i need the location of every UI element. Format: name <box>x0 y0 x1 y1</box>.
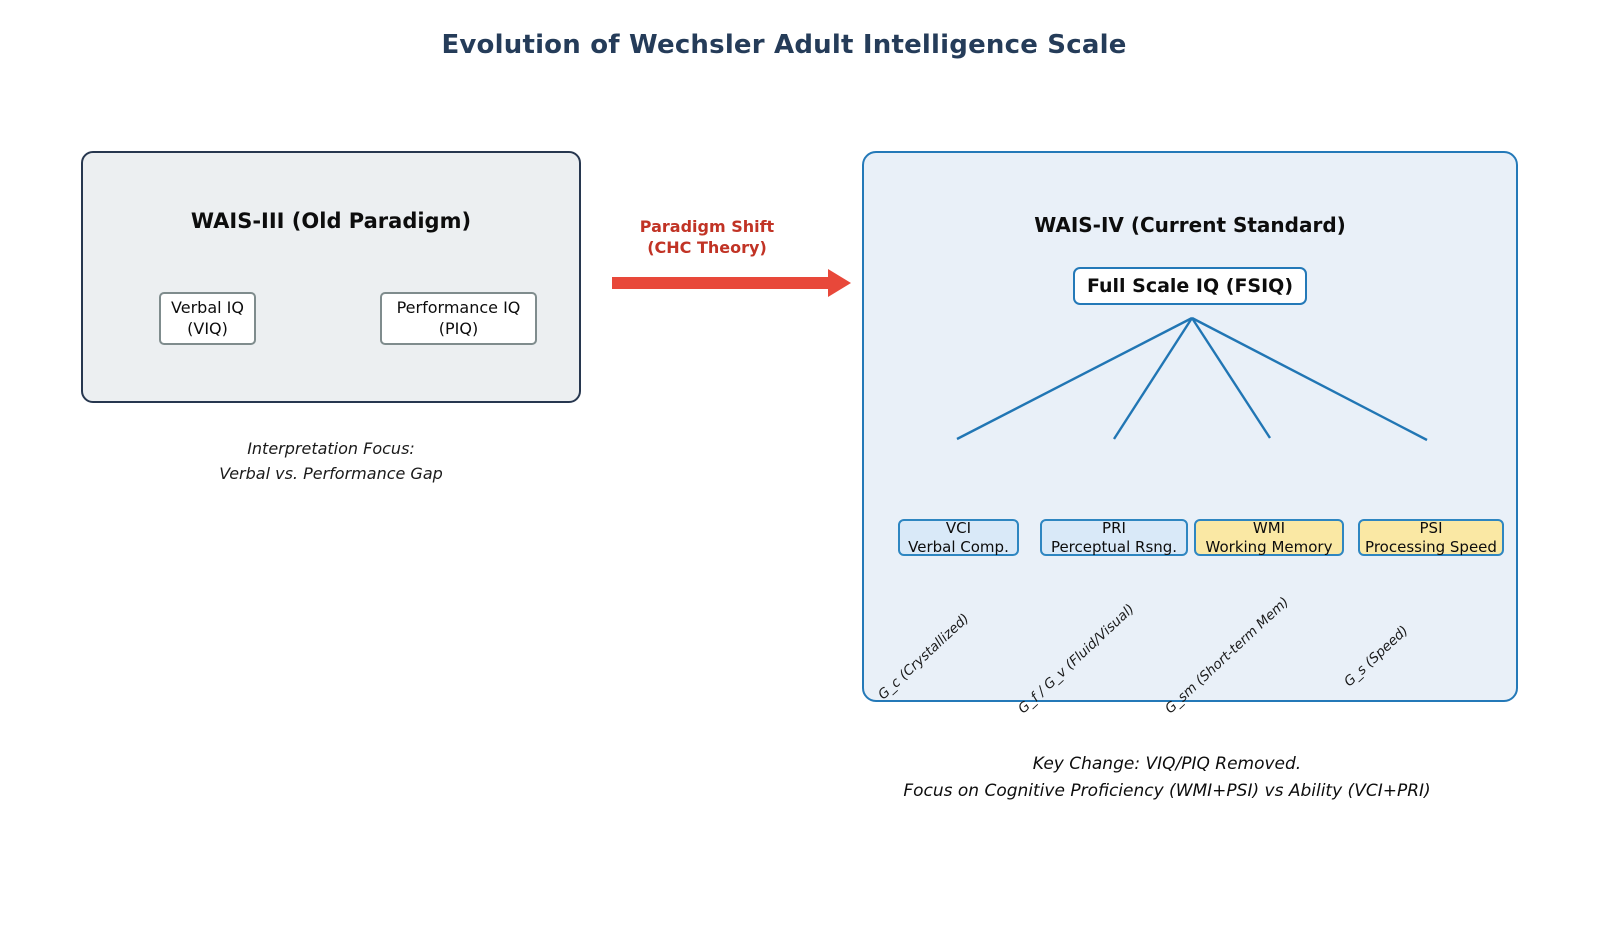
verbal-iq-box: Verbal IQ (VIQ) <box>159 292 256 345</box>
wais4-panel: WAIS-IV (Current Standard) Full Scale IQ… <box>862 151 1518 717</box>
vci-abbr: VCI <box>945 518 972 537</box>
wais4-caption-line1: Key Change: VIQ/PIQ Removed. <box>1032 754 1302 774</box>
wais4-panel-title: WAIS-IV (Current Standard) <box>1034 213 1346 237</box>
paradigm-shift-arrow-shaft <box>612 277 828 289</box>
fsiq-hierarchy-lines <box>956 316 1428 442</box>
fsiq-label: Full Scale IQ (FSIQ) <box>1086 275 1294 297</box>
wais3-panel-title: WAIS-III (Old Paradigm) <box>190 209 472 233</box>
wmi-index-box: WMI Working Memory <box>1194 519 1344 556</box>
wmi-name: Working Memory <box>1205 537 1333 556</box>
paradigm-shift-arrow-head-icon <box>828 269 851 297</box>
wais3-caption-line1: Interpretation Focus: <box>247 439 415 458</box>
vci-index-box: VCI Verbal Comp. <box>898 519 1019 556</box>
paradigm-shift-label: Paradigm Shift (CHC Theory) <box>607 217 807 259</box>
performance-iq-box: Performance IQ (PIQ) <box>380 292 537 345</box>
wmi-abbr: WMI <box>1252 518 1286 537</box>
psi-abbr: PSI <box>1419 518 1443 537</box>
pri-abbr: PRI <box>1102 518 1126 537</box>
psi-name: Processing Speed <box>1365 537 1497 556</box>
wais3-panel: WAIS-III (Old Paradigm) Verbal IQ (VIQ) … <box>81 151 581 403</box>
wais4-caption-line2: Focus on Cognitive Proficiency (WMI+PSI)… <box>903 781 1431 802</box>
paradigm-shift-label-line2: (CHC Theory) <box>647 237 767 257</box>
fsiq-box: Full Scale IQ (FSIQ) <box>1073 267 1307 305</box>
page-title: Evolution of Wechsler Adult Intelligence… <box>441 30 1127 60</box>
wais4-key-change-caption: Key Change: VIQ/PIQ Removed. Focus on Co… <box>862 751 1472 805</box>
paradigm-shift-label-line1: Paradigm Shift <box>639 217 775 236</box>
verbal-iq-label-line2: (VIQ) <box>187 318 228 338</box>
pri-name: Perceptual Rsng. <box>1050 537 1178 556</box>
pri-index-box: PRI Perceptual Rsng. <box>1040 519 1188 556</box>
wais3-interpretation-caption: Interpretation Focus: Verbal vs. Perform… <box>81 437 581 487</box>
psi-index-box: PSI Processing Speed <box>1358 519 1504 556</box>
wais3-caption-line2: Verbal vs. Performance Gap <box>219 463 443 483</box>
verbal-iq-label-line1: Verbal IQ <box>171 297 244 317</box>
performance-iq-label-line1: Performance IQ <box>396 297 521 317</box>
performance-iq-label-line2: (PIQ) <box>438 318 479 338</box>
vci-name: Verbal Comp. <box>908 537 1009 556</box>
